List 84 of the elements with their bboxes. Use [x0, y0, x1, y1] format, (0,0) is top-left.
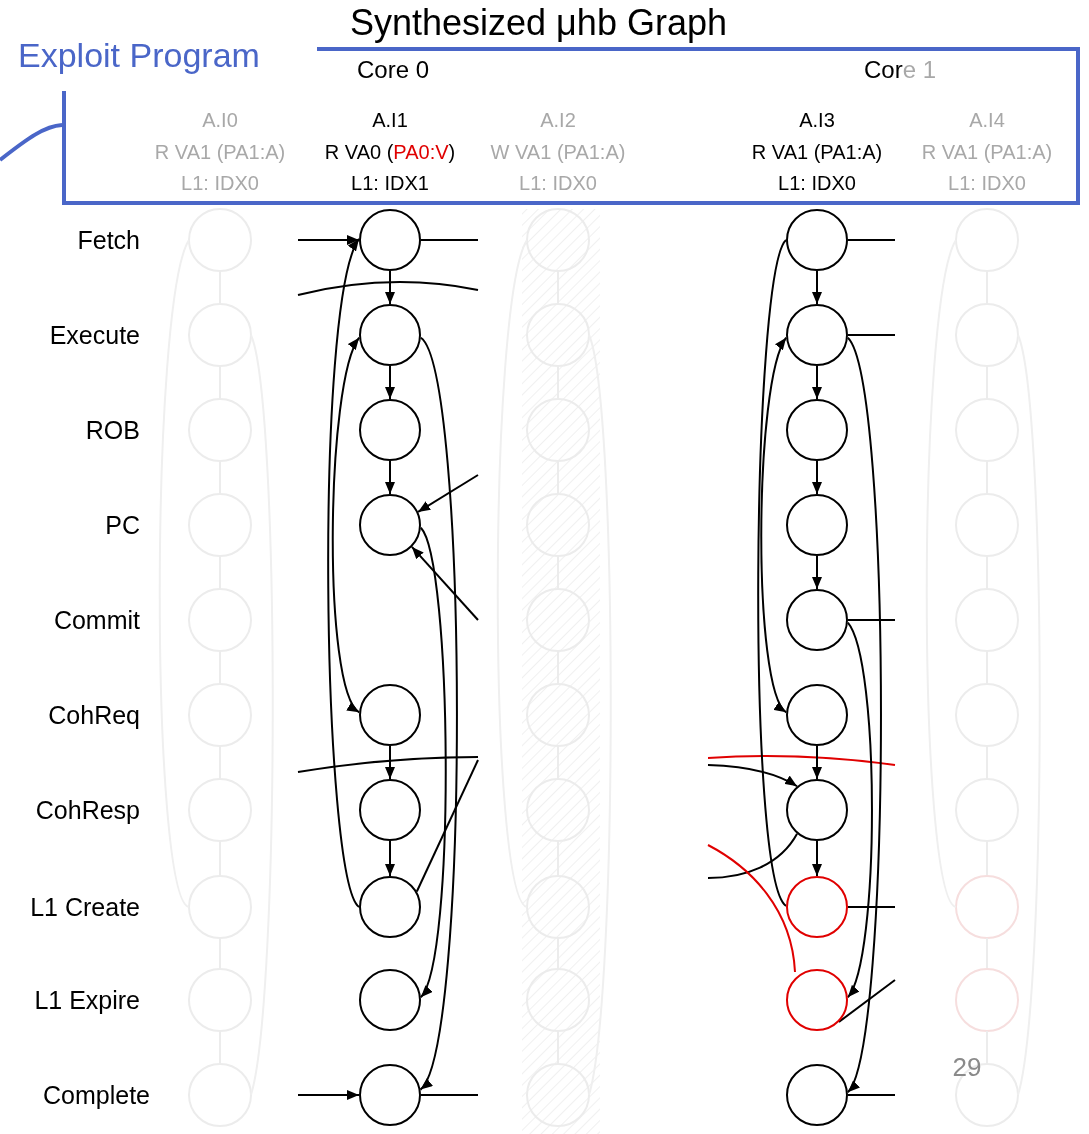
- state-circle: [359, 399, 421, 461]
- text-label: A.I1: [372, 108, 408, 132]
- arrow: [331, 336, 361, 714]
- text-label: L1: IDX0: [948, 171, 1026, 195]
- connector-line: [847, 619, 896, 621]
- text-label: A.I0: [202, 108, 238, 132]
- arrow: [297, 235, 360, 245]
- connector-line: [0, 123, 63, 162]
- arrow: [812, 460, 822, 495]
- state-circle: [786, 779, 848, 841]
- arrow: [812, 270, 822, 305]
- connector-line: [757, 239, 787, 907]
- connector-line: [847, 1094, 896, 1096]
- text-label: L1: IDX1: [351, 171, 429, 195]
- text-label: Core 0: [357, 56, 429, 84]
- state-circle: [786, 684, 848, 746]
- state-circle: [359, 684, 421, 746]
- connector-line: [837, 979, 896, 1023]
- arrow: [327, 237, 360, 908]
- arrow: [417, 474, 479, 513]
- connector-line: [847, 906, 896, 908]
- connector-line: [847, 334, 896, 336]
- text-label: W VA1 (PA1:A): [490, 140, 626, 164]
- text-label: L1 Create: [30, 892, 140, 922]
- text-label: L1: IDX0: [519, 171, 597, 195]
- arrow: [812, 745, 822, 780]
- connector-line: [707, 844, 796, 973]
- text-label: CohReq: [48, 700, 140, 730]
- text-label: L1: IDX0: [181, 171, 259, 195]
- connector-line: [420, 1094, 479, 1096]
- text-label: ROB: [85, 415, 140, 445]
- text-label: R VA1 (PA1:A): [921, 140, 1053, 164]
- state-circle: [359, 494, 421, 556]
- arrow: [385, 840, 395, 877]
- state-circle: [359, 304, 421, 366]
- arrow: [410, 545, 479, 621]
- arrow: [297, 1090, 360, 1100]
- text-label: L1: IDX0: [778, 171, 856, 195]
- state-circle: [786, 209, 848, 271]
- connector-line: [847, 239, 896, 241]
- connector-line: [707, 832, 799, 879]
- arrow: [812, 840, 822, 877]
- arrow: [419, 526, 447, 999]
- text-label: R VA0 (PA0:V): [324, 140, 456, 164]
- text-label: R VA1 (PA1:A): [751, 140, 883, 164]
- arrow: [385, 270, 395, 305]
- text-label: Complete: [43, 1080, 150, 1110]
- arrow: [846, 336, 882, 1094]
- arrow: [760, 336, 788, 714]
- text-label: A.I3: [799, 108, 835, 132]
- arrow: [846, 621, 873, 999]
- state-circle: [786, 876, 848, 938]
- text-label: Fetch: [77, 225, 140, 255]
- text-label: R VA1 (PA1:A): [154, 140, 286, 164]
- text-label: Execute: [49, 320, 140, 350]
- page-number: 29: [952, 1051, 982, 1083]
- arrow: [707, 764, 799, 788]
- arrow: [812, 555, 822, 590]
- arrow: [385, 460, 395, 495]
- state-circle: [786, 1064, 848, 1126]
- connector-line: [415, 759, 479, 893]
- state-circle: [359, 969, 421, 1031]
- diagram-title: Synthesized μhb Graph: [350, 2, 727, 44]
- state-circle: [786, 969, 848, 1031]
- state-circle: [786, 304, 848, 366]
- arrow: [812, 365, 822, 400]
- text-label: CohResp: [35, 795, 140, 825]
- state-circle: [359, 876, 421, 938]
- state-circle: [359, 779, 421, 841]
- arrow: [419, 336, 458, 1091]
- text-label: L1 Expire: [34, 985, 140, 1015]
- state-circle: [359, 1064, 421, 1126]
- arrow: [385, 745, 395, 780]
- text-label: Core 1: [864, 56, 936, 84]
- text-label: PC: [105, 510, 140, 540]
- arrow: [385, 365, 395, 400]
- state-circle: [786, 589, 848, 651]
- state-circle: [786, 494, 848, 556]
- text-label: Commit: [53, 605, 140, 635]
- connector-line: [420, 239, 479, 241]
- text-label: A.I2: [540, 108, 576, 132]
- text-label: A.I4: [969, 108, 1005, 132]
- state-circle: [359, 209, 421, 271]
- state-circle: [786, 399, 848, 461]
